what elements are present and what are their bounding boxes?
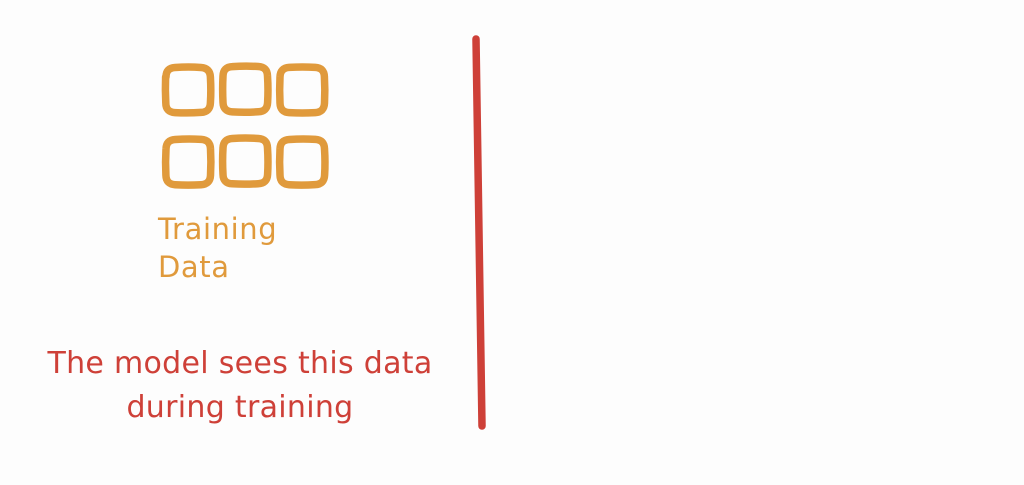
training-data-box <box>218 62 272 117</box>
training-data-caption: The model sees this data during training <box>47 346 433 425</box>
vertical-divider-line <box>472 35 486 430</box>
training-data-box <box>275 135 329 189</box>
training-data-label: Training Data <box>158 212 278 284</box>
training-data-panel: Training Data The model sees this data d… <box>0 0 478 485</box>
test-data-panel: Test Data The model doesn’t see this dat… <box>484 0 1024 485</box>
training-data-box-grid <box>161 62 329 189</box>
training-data-box <box>161 135 215 189</box>
test-data-caption: The model doesn’t see this data during t… <box>992 342 1024 430</box>
training-data-box <box>275 63 329 117</box>
training-data-box <box>161 63 215 117</box>
training-data-box <box>218 134 272 188</box>
